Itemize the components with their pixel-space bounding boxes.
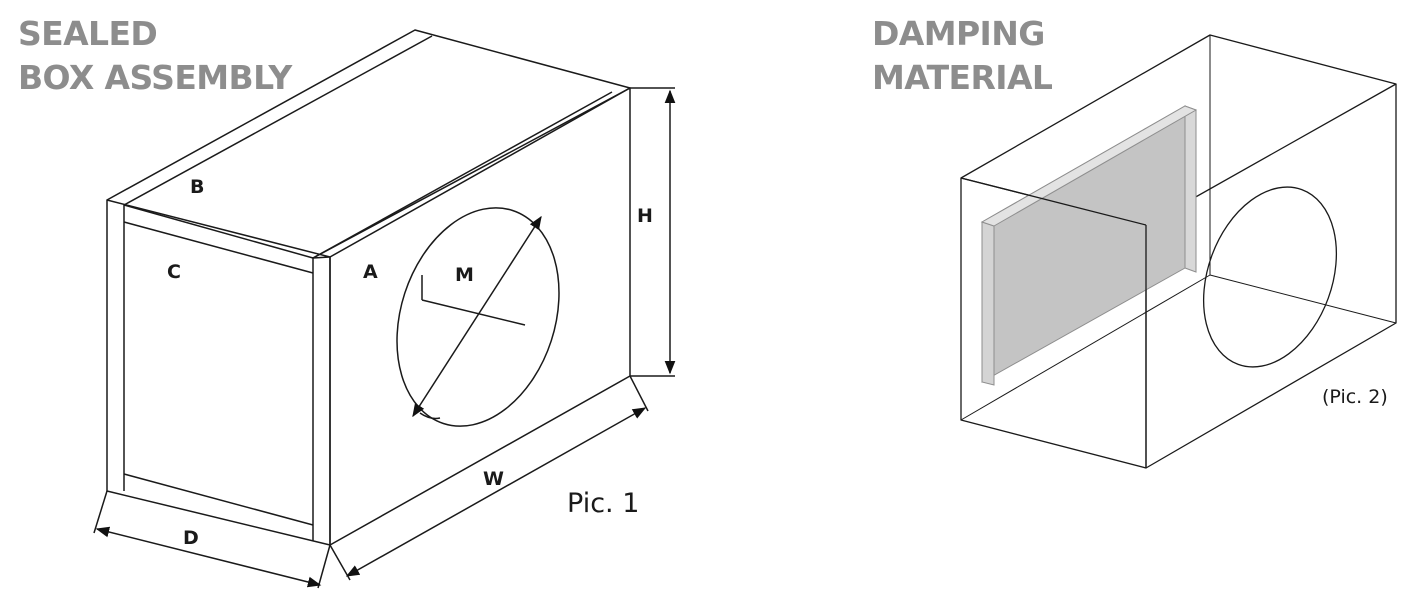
label-w: W <box>483 468 504 490</box>
diameter-m-arrow <box>412 215 542 418</box>
speaker-cutout-depth <box>419 412 441 420</box>
box-top-front-strip <box>123 35 433 206</box>
w-dimension-right-ext <box>629 375 649 412</box>
damping-material-diagram: (Pic. 2) <box>960 34 1397 469</box>
damping-title-line1: DAMPING <box>872 14 1045 53</box>
box-top-edge-outline <box>106 29 631 259</box>
d-dimension-left-ext <box>93 490 108 534</box>
box-side-panel-outline <box>312 87 631 546</box>
box-front-inner-bottom <box>123 473 314 526</box>
damping-pad-top <box>980 105 1198 227</box>
wireframe-back-edges <box>960 35 1397 421</box>
box-top-back-strip <box>312 91 613 259</box>
box-front-inner-top <box>123 204 314 259</box>
damping-pad-side <box>1184 105 1197 273</box>
caption-pic-1: Pic. 1 <box>567 488 639 519</box>
label-c: C <box>167 261 181 283</box>
d-dimension-arrow <box>95 526 322 588</box>
box-front-inner-top2 <box>123 221 314 274</box>
damping-material-panel: DAMPING MATERIAL (Pic. 2) <box>720 0 1422 599</box>
damping-pad-front <box>981 105 1186 383</box>
sealed-box-title: SEALED BOX ASSEMBLY <box>18 12 292 100</box>
damping-material-title: DAMPING MATERIAL <box>872 12 1053 100</box>
label-m: M <box>455 264 474 286</box>
label-d: D <box>183 527 199 549</box>
w-dimension-arrow <box>345 407 647 577</box>
label-b: B <box>190 176 204 198</box>
wireframe-top-edges <box>960 34 1397 226</box>
box-front-panel-outline <box>106 199 331 546</box>
speaker-cutout-right <box>1202 186 1338 368</box>
wireframe-front-top-over <box>960 177 1147 226</box>
speaker-cutout <box>396 207 560 427</box>
label-a: A <box>363 261 378 283</box>
caption-pic-2: (Pic. 2) <box>1322 386 1388 408</box>
sealed-box-panel: SEALED BOX ASSEMBLY <box>18 12 676 589</box>
sealed-box-title-line2: BOX ASSEMBLY <box>18 58 292 97</box>
d-dimension-right-ext <box>317 544 331 589</box>
sealed-box-diagram: B C A M H W D Pic. 1 <box>93 29 676 589</box>
sealed-box-title-line1: SEALED <box>18 14 158 53</box>
damping-title-line2: MATERIAL <box>872 58 1053 97</box>
damping-pad <box>980 105 1198 386</box>
damping-pad-edge <box>981 221 995 386</box>
label-h: H <box>637 205 653 227</box>
w-dimension-left-ext <box>329 544 351 581</box>
